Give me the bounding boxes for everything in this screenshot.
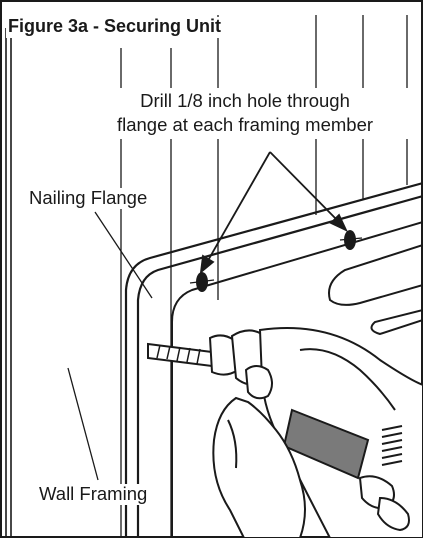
- left-wall-stud: [5, 28, 12, 538]
- drill-hole-marker-icon: [189, 230, 363, 292]
- unit-body: [171, 221, 423, 538]
- label-nailing-flange: Nailing Flange: [26, 188, 151, 209]
- callout-text: Drill 1/8 inch hole through flange at ea…: [75, 88, 415, 139]
- figure-title: Figure 3a - Securing Unit: [6, 17, 226, 38]
- label-wall-framing: Wall Framing: [36, 484, 151, 505]
- callout-arrows: [199, 151, 348, 275]
- callout-line-2: flange at each framing member: [116, 114, 374, 135]
- leader-lines: [67, 211, 153, 481]
- hand-icon: [212, 365, 410, 538]
- callout-line-1: Drill 1/8 inch hole through: [140, 90, 350, 111]
